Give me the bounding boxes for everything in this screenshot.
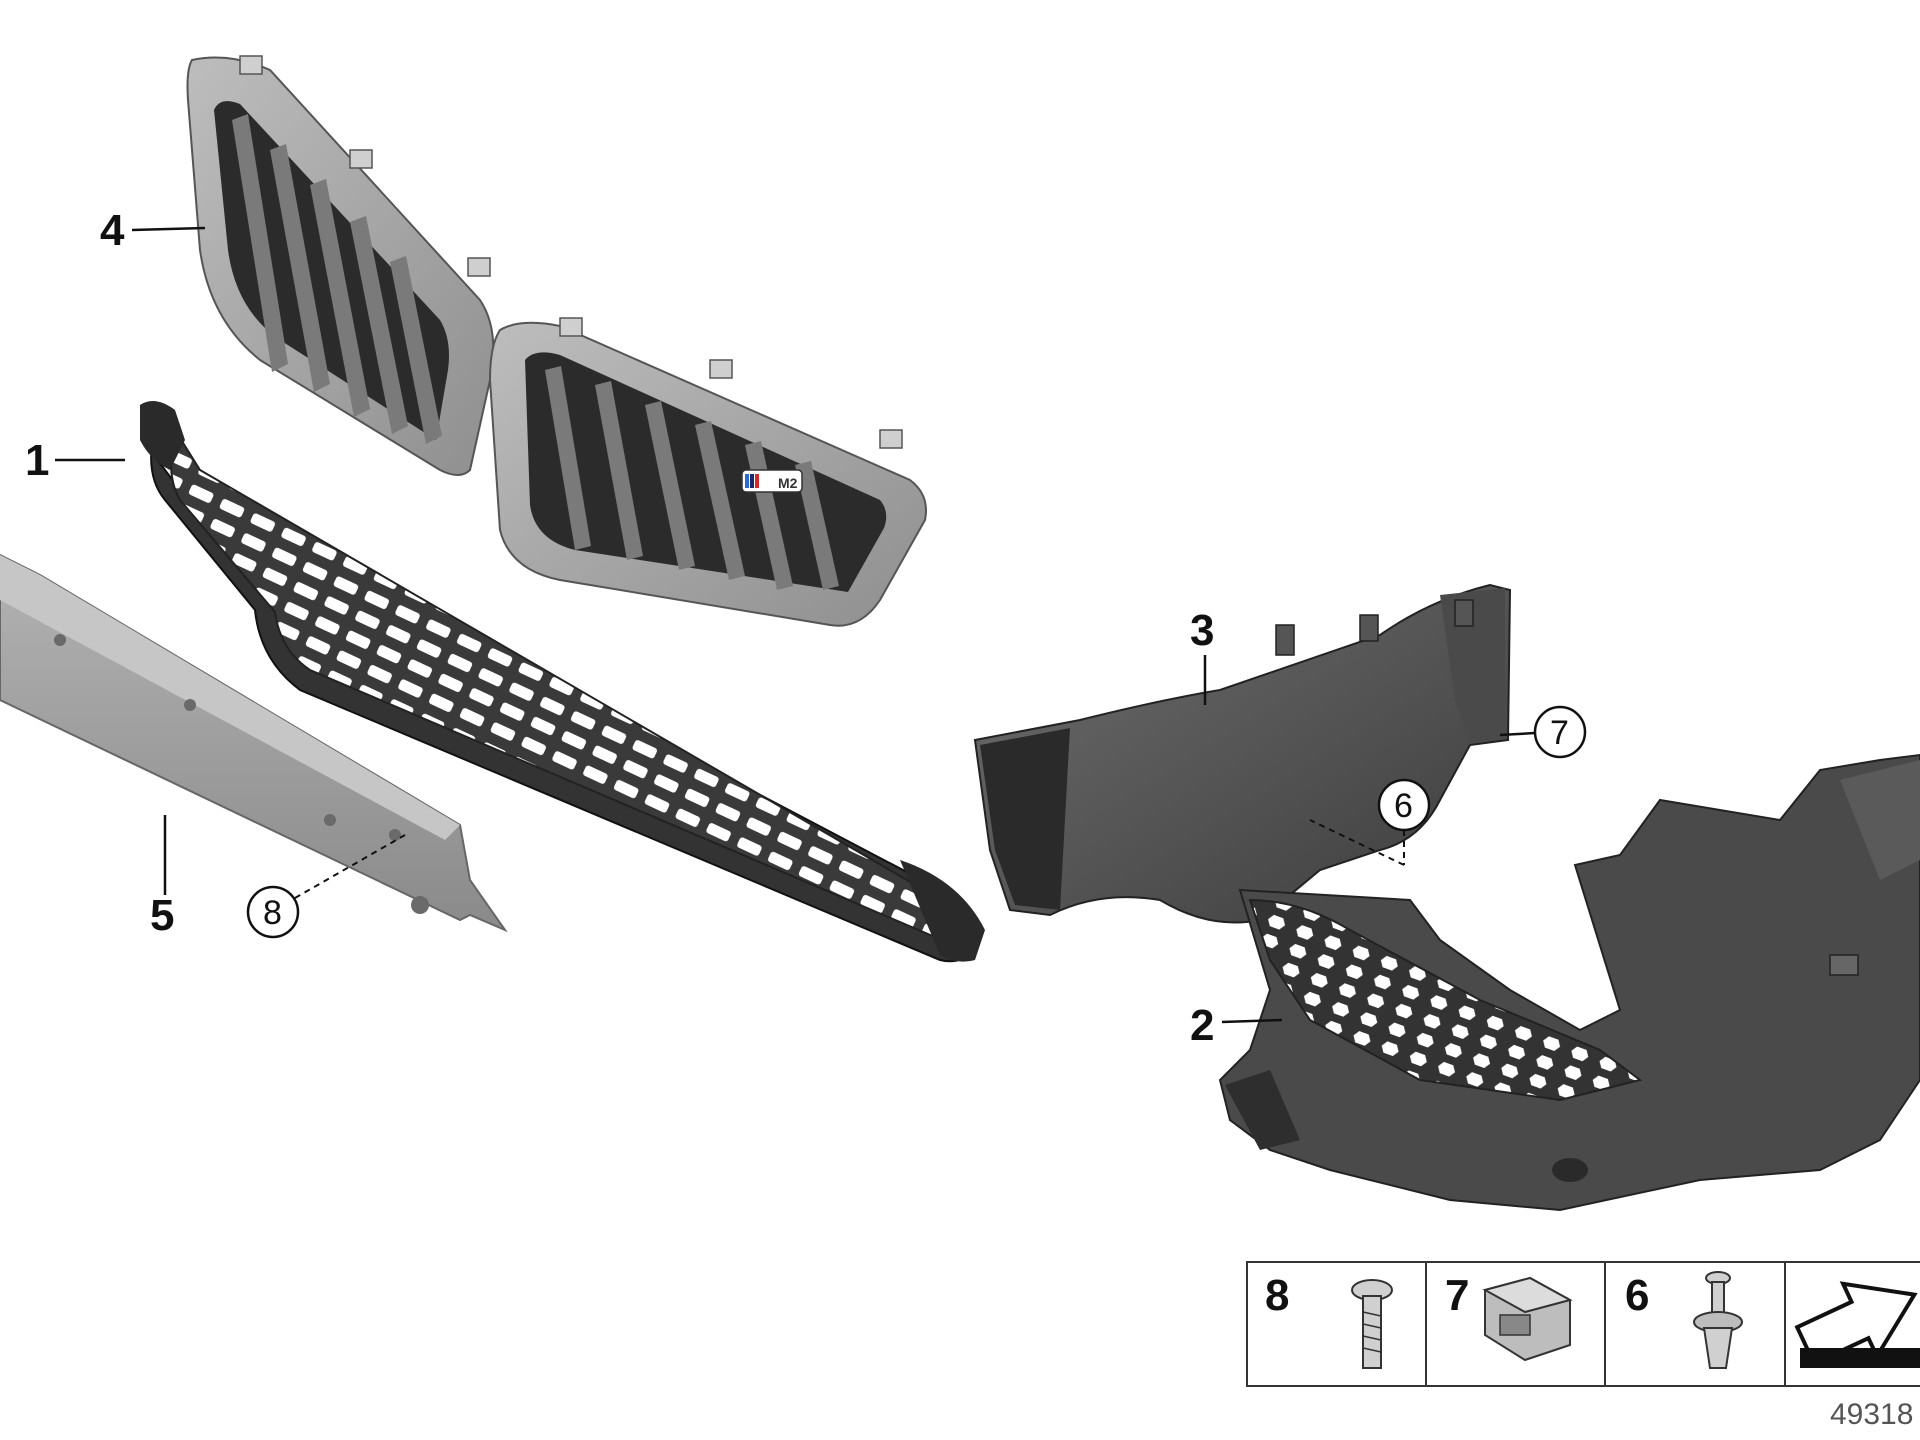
callout-7-label: 7	[1550, 714, 1569, 752]
left-kidney-slats	[232, 114, 442, 444]
right-kidney-slats	[545, 366, 839, 590]
license-plate-carrier	[0, 553, 508, 933]
carrier-holes	[54, 634, 429, 914]
callout-2-leader	[1221, 1018, 1283, 1024]
arrow-symbol-icon	[1794, 1281, 1920, 1368]
lower-mesh-grille	[140, 401, 985, 963]
fastener-legend: 8 7 6	[1246, 1261, 1920, 1387]
grille-mounting-tabs	[239, 55, 903, 449]
callout-1-label: 1	[25, 436, 49, 485]
callout-3-label: 3	[1190, 606, 1214, 655]
side-air-inlet-grille	[1218, 753, 1920, 1212]
legend-8-number: 8	[1265, 1271, 1289, 1320]
screw-icon	[1351, 1279, 1393, 1369]
kidney-grille: M2	[186, 55, 927, 627]
callout-2: 2	[1190, 1001, 1283, 1050]
air-duct	[973, 583, 1512, 924]
legend-7-number: 7	[1445, 1271, 1469, 1320]
callout-7: 7	[1499, 705, 1587, 759]
callout-6: 6	[1309, 778, 1431, 866]
callout-5: 5	[150, 815, 174, 940]
m-badge: M2	[741, 469, 803, 493]
callout-4-leader	[131, 226, 206, 232]
callout-8-label: 8	[263, 894, 282, 932]
duct-tabs	[1275, 599, 1474, 656]
callout-6-label: 6	[1394, 787, 1413, 825]
callout-4: 4	[100, 206, 206, 255]
callout-7-leader	[1499, 731, 1536, 737]
diagram-reference-number: 49318	[1830, 1398, 1913, 1431]
callout-3: 3	[1190, 606, 1214, 705]
clip-nut-icon	[1482, 1276, 1573, 1362]
callout-1: 1	[25, 436, 125, 485]
expanding-rivet-icon	[1693, 1271, 1743, 1369]
callout-4-label: 4	[100, 206, 125, 255]
callout-2-label: 2	[1190, 1001, 1214, 1050]
callout-5-label: 5	[150, 891, 174, 940]
legend-6-number: 6	[1625, 1271, 1649, 1320]
callout-8: 8	[246, 834, 406, 939]
m-badge-text: M2	[778, 475, 798, 491]
